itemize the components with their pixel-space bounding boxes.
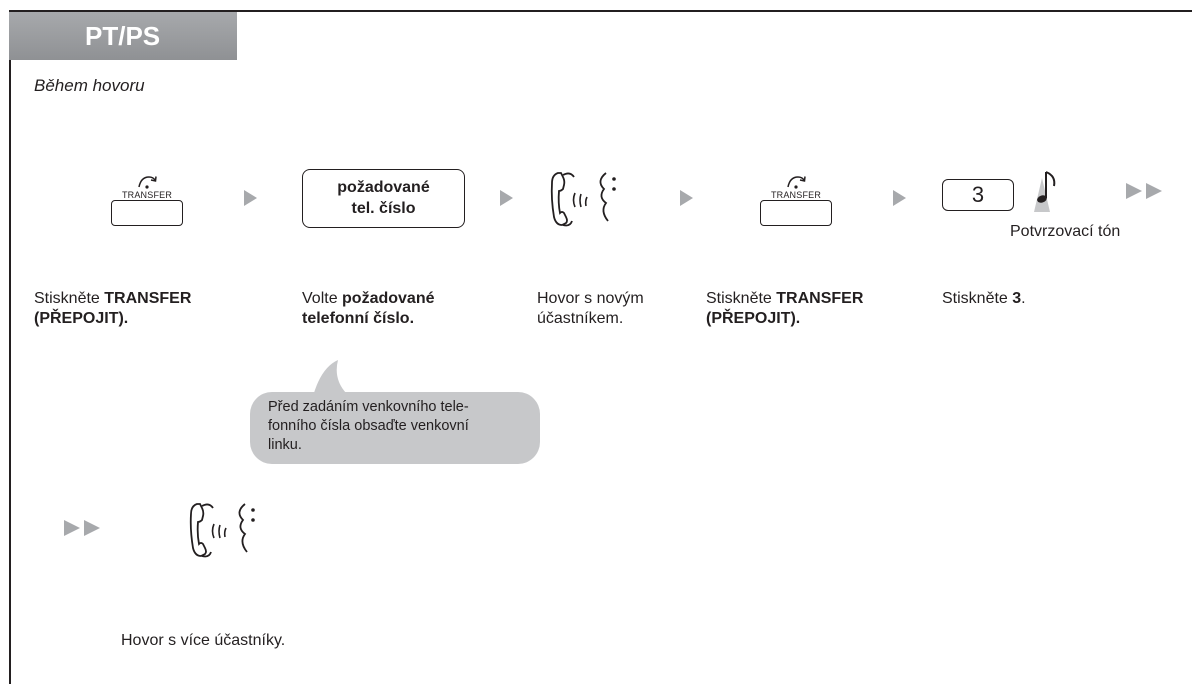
transfer-arrow-icon: [138, 176, 157, 189]
desc-line2: telefonní číslo.: [302, 310, 415, 327]
next-step-arrow-icon: [680, 190, 693, 206]
next-step-arrow-icon: [500, 190, 513, 206]
desc-bold: TRANSFER: [776, 290, 864, 307]
transfer-key-label: TRANSFER: [770, 190, 822, 200]
next-step-arrow-icon: [893, 190, 906, 206]
device-tab: PT/PS: [9, 12, 237, 60]
desc-line1: Hovor s novým: [537, 290, 644, 307]
transfer-arrow-icon: [787, 176, 806, 189]
step-5-description: Stiskněte 3.: [942, 289, 1026, 309]
handset-talk-icon: [550, 172, 616, 227]
step-1-description: Stiskněte TRANSFER (PŘEPOJIT).: [34, 289, 191, 329]
desc-bold: požadované: [342, 290, 435, 307]
transfer-key-2: TRANSFER: [760, 172, 832, 228]
step-2-description: Volte požadované telefonní číslo.: [302, 289, 435, 329]
step-4-description: Stiskněte TRANSFER (PŘEPOJIT).: [706, 289, 863, 329]
desc-line2: účastníkem.: [537, 310, 624, 327]
note-bubble-tail: [312, 360, 354, 400]
note-line3: linku.: [268, 437, 302, 453]
desc-line2: (PŘEPOJIT).: [34, 310, 129, 327]
transfer-key-button: [111, 200, 183, 226]
confirmation-tone-caption: Potvrzovací tón: [1010, 223, 1121, 240]
continue-double-arrow-icon: [1126, 183, 1162, 199]
transfer-key-label: TRANSFER: [121, 190, 173, 200]
desc-tail: .: [1021, 290, 1026, 307]
desc-plain: Stiskněte: [34, 290, 105, 307]
note-line2: fonního čísla obsaďte venkovní: [268, 418, 469, 434]
desc-line2: (PŘEPOJIT).: [706, 310, 801, 327]
final-caption: Hovor s více účastníky.: [121, 632, 286, 649]
continue-double-arrow-icon: [64, 520, 100, 536]
transfer-key-1: TRANSFER: [111, 172, 183, 228]
subtitle: Během hovoru: [34, 76, 145, 95]
musical-note-icon: [1034, 171, 1056, 212]
handset-talk-icon: [189, 503, 255, 558]
desc-plain: Volte: [302, 290, 343, 307]
diagram-frame: [9, 10, 1192, 684]
desc-plain: Stiskněte: [706, 290, 777, 307]
desc-plain: Stiskněte: [942, 290, 1013, 307]
transfer-key-button: [760, 200, 832, 226]
note-line1: Před zadáním venkovního tele-: [268, 399, 469, 415]
next-step-arrow-icon: [244, 190, 257, 206]
desired-number-box: požadované tel. číslo: [302, 169, 465, 228]
step-3-description: Hovor s novým účastníkem.: [537, 289, 644, 329]
number-box-line1: požadované: [337, 179, 430, 196]
desc-bold: 3: [1012, 290, 1022, 307]
desc-bold: TRANSFER: [104, 290, 192, 307]
dial-key-3: 3: [942, 179, 1014, 211]
number-box-line2: tel. číslo: [351, 200, 416, 217]
note-bubble: Před zadáním venkovního tele- fonního čí…: [250, 392, 540, 464]
